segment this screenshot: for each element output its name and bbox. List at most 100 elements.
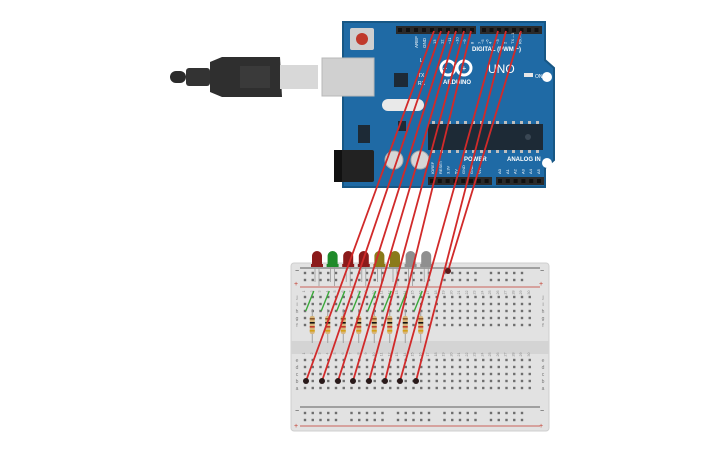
- header-pin[interactable]: [504, 28, 509, 32]
- header-pin[interactable]: [454, 28, 458, 32]
- breadboard-hole[interactable]: [451, 309, 454, 313]
- rail-hole[interactable]: [497, 271, 500, 275]
- breadboard-hole[interactable]: [427, 295, 431, 299]
- header-pin[interactable]: [398, 28, 402, 32]
- rail-hole[interactable]: [365, 418, 369, 422]
- wire-endpoint[interactable]: [413, 378, 419, 384]
- breadboard-hole[interactable]: [381, 309, 384, 313]
- breadboard-hole[interactable]: [381, 302, 384, 306]
- breadboard-hole[interactable]: [412, 316, 415, 320]
- breadboard-hole[interactable]: [334, 358, 338, 362]
- header-pin[interactable]: [489, 28, 494, 32]
- breadboard-hole[interactable]: [505, 302, 508, 306]
- breadboard-hole[interactable]: [482, 358, 485, 362]
- breadboard-hole[interactable]: [513, 309, 516, 313]
- breadboard-hole[interactable]: [342, 372, 345, 376]
- rail-hole[interactable]: [466, 278, 469, 282]
- breadboard-hole[interactable]: [373, 386, 376, 390]
- breadboard-hole[interactable]: [458, 386, 462, 390]
- rail-hole[interactable]: [451, 418, 454, 422]
- breadboard-hole[interactable]: [412, 386, 415, 390]
- breadboard-hole[interactable]: [505, 309, 508, 313]
- breadboard-hole[interactable]: [311, 365, 314, 369]
- breadboard-hole[interactable]: [404, 309, 407, 313]
- breadboard-hole[interactable]: [505, 323, 508, 327]
- breadboard-hole[interactable]: [482, 372, 485, 376]
- breadboard-hole[interactable]: [474, 295, 477, 299]
- rail-hole[interactable]: [497, 411, 500, 415]
- header-pin[interactable]: [461, 179, 466, 183]
- rail-hole[interactable]: [358, 278, 361, 282]
- jumper-wire[interactable]: [413, 290, 423, 312]
- breadboard-hole[interactable]: [497, 365, 500, 369]
- breadboard-hole[interactable]: [311, 295, 314, 299]
- jumper-wire[interactable]: [367, 290, 377, 312]
- breadboard-hole[interactable]: [412, 309, 415, 313]
- breadboard-hole[interactable]: [528, 295, 531, 299]
- breadboard-hole[interactable]: [435, 358, 438, 362]
- rail-hole[interactable]: [520, 418, 524, 422]
- rail-hole[interactable]: [474, 411, 477, 415]
- breadboard-hole[interactable]: [497, 358, 500, 362]
- jumper-wire[interactable]: [305, 290, 315, 312]
- breadboard-hole[interactable]: [505, 358, 508, 362]
- signal-wire[interactable]: [368, 30, 465, 382]
- breadboard-hole[interactable]: [520, 365, 524, 369]
- rail-hole[interactable]: [466, 271, 469, 275]
- breadboard-hole[interactable]: [458, 316, 462, 320]
- rail-hole[interactable]: [412, 411, 415, 415]
- breadboard[interactable]: − + − + − + − + 112233445566778899101011…: [290, 262, 550, 432]
- resistor[interactable]: [402, 309, 408, 343]
- rail-hole[interactable]: [520, 411, 524, 415]
- header-pin[interactable]: [446, 28, 450, 32]
- breadboard-hole[interactable]: [420, 309, 423, 313]
- breadboard-hole[interactable]: [389, 386, 392, 390]
- breadboard-hole[interactable]: [358, 379, 361, 383]
- header-pin[interactable]: [445, 179, 450, 183]
- rail-hole[interactable]: [365, 271, 369, 275]
- header-pin[interactable]: [406, 28, 410, 32]
- breadboard-hole[interactable]: [327, 295, 330, 299]
- rail-hole[interactable]: [505, 411, 508, 415]
- rail-hole[interactable]: [505, 418, 508, 422]
- rail-hole[interactable]: [489, 411, 493, 415]
- breadboard-hole[interactable]: [350, 316, 353, 320]
- breadboard-hole[interactable]: [303, 316, 307, 320]
- breadboard-hole[interactable]: [513, 386, 516, 390]
- breadboard-hole[interactable]: [466, 316, 469, 320]
- breadboard-hole[interactable]: [443, 295, 446, 299]
- breadboard-hole[interactable]: [489, 372, 493, 376]
- breadboard-hole[interactable]: [311, 379, 314, 383]
- rail-hole[interactable]: [311, 411, 314, 415]
- breadboard-hole[interactable]: [358, 309, 361, 313]
- rail-hole[interactable]: [358, 418, 361, 422]
- breadboard-hole[interactable]: [311, 372, 314, 376]
- breadboard-hole[interactable]: [342, 295, 345, 299]
- breadboard-hole[interactable]: [520, 302, 524, 306]
- breadboard-hole[interactable]: [427, 323, 431, 327]
- breadboard-hole[interactable]: [513, 295, 516, 299]
- breadboard-hole[interactable]: [412, 295, 415, 299]
- breadboard-hole[interactable]: [404, 365, 407, 369]
- rail-hole[interactable]: [458, 411, 462, 415]
- breadboard-hole[interactable]: [358, 295, 361, 299]
- rail-hole[interactable]: [327, 411, 330, 415]
- breadboard-hole[interactable]: [528, 365, 531, 369]
- header-pin[interactable]: [497, 28, 501, 32]
- rail-hole[interactable]: [420, 418, 423, 422]
- rail-hole[interactable]: [404, 418, 407, 422]
- breadboard-hole[interactable]: [420, 372, 423, 376]
- rail-hole[interactable]: [303, 411, 307, 415]
- rail-hole[interactable]: [443, 278, 446, 282]
- breadboard-hole[interactable]: [482, 365, 485, 369]
- rail-hole[interactable]: [381, 418, 384, 422]
- breadboard-hole[interactable]: [474, 358, 477, 362]
- breadboard-hole[interactable]: [350, 309, 353, 313]
- breadboard-hole[interactable]: [396, 316, 400, 320]
- breadboard-hole[interactable]: [497, 302, 500, 306]
- breadboard-hole[interactable]: [342, 309, 345, 313]
- breadboard-hole[interactable]: [334, 316, 338, 320]
- breadboard-hole[interactable]: [350, 323, 353, 327]
- breadboard-hole[interactable]: [435, 386, 438, 390]
- breadboard-hole[interactable]: [489, 309, 493, 313]
